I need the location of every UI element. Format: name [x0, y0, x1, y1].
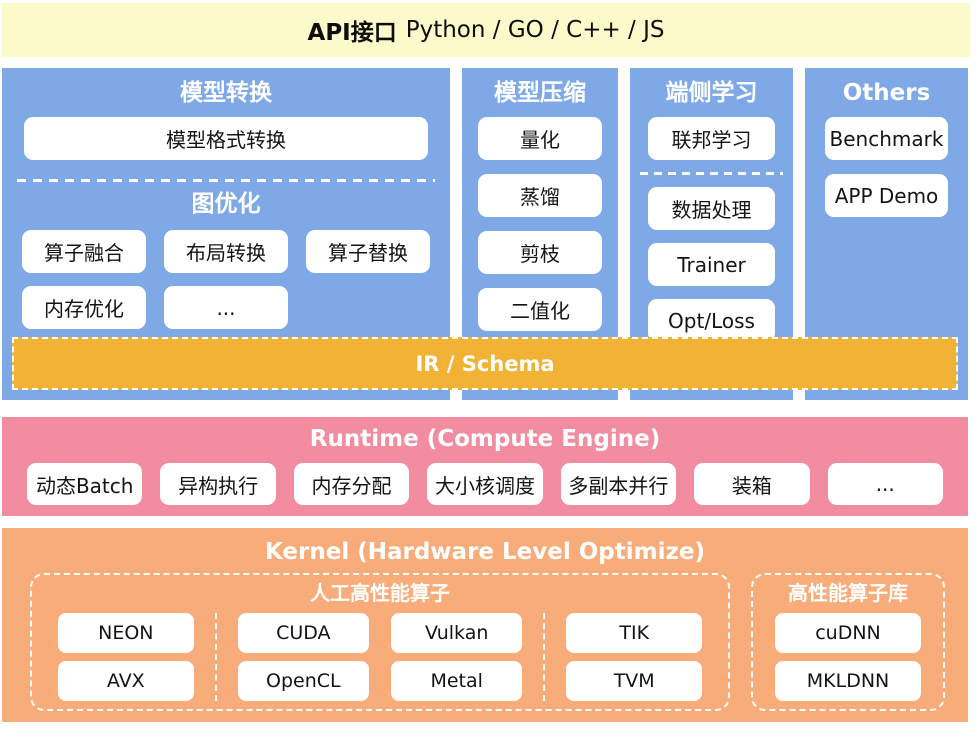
operator-fusion-box: 算子融合 — [22, 230, 146, 273]
multi-replica-parallel-box: 多副本并行 — [560, 463, 677, 505]
manual-operators-title: 人工高性能算子 — [310, 581, 450, 605]
dynamic-batch-box: 动态Batch — [27, 463, 143, 505]
graph-optimization-row-1: 算子融合 布局转换 算子替换 — [22, 230, 430, 273]
benchmark-box: Benchmark — [825, 117, 948, 160]
model-format-conversion-box: 模型格式转换 — [24, 117, 428, 160]
metal-box: Metal — [391, 661, 523, 701]
runtime-header: Runtime (Compute Engine) — [309, 426, 661, 452]
model-conversion-header: 模型转换 — [180, 80, 272, 106]
on-device-learning-header: 端侧学习 — [665, 80, 758, 106]
vulkan-box: Vulkan — [391, 613, 523, 653]
model-conversion-dashed-divider — [17, 179, 435, 182]
more-optimizations-box: ... — [164, 286, 288, 329]
operator-replacement-box: 算子替换 — [306, 230, 430, 273]
gpu-group: CUDA Vulkan OpenCL Metal — [237, 613, 523, 701]
runtime-boxes-row: 动态Batch 异构执行 内存分配 大小核调度 多副本并行 装箱 ... — [27, 463, 943, 505]
packing-box: 装箱 — [694, 463, 810, 505]
graph-optimization-header: 图优化 — [191, 191, 261, 217]
federated-learning-box: 联邦学习 — [648, 117, 775, 160]
kernel-header: Kernel (Hardware Level Optimize) — [264, 539, 705, 565]
api-banner: API接口 Python / GO / C++ / JS — [2, 3, 970, 57]
memory-optimization-box: 内存优化 — [22, 286, 146, 329]
operator-library-title: 高性能算子库 — [788, 581, 908, 605]
opencl-box: OpenCL — [237, 661, 369, 701]
high-performance-operator-library-panel: 高性能算子库 cuDNN MKLDNN — [751, 573, 945, 711]
api-banner-languages: Python / GO / C++ / JS — [405, 17, 665, 43]
data-processing-box: 数据处理 — [648, 187, 775, 230]
neon-box: NEON — [58, 613, 194, 653]
manual-operators-grid: NEON AVX CUDA Vulkan OpenCL Metal TIK TV… — [58, 613, 702, 701]
app-demo-box: APP Demo — [825, 174, 948, 217]
ir-schema-bar: IR / Schema — [12, 337, 958, 390]
runtime-band: Runtime (Compute Engine) 动态Batch 异构执行 内存… — [2, 417, 968, 516]
mkldnn-box: MKLDNN — [775, 661, 921, 701]
group-dashed-separator-1 — [214, 613, 217, 701]
avx-box: AVX — [58, 661, 194, 701]
tik-box: TIK — [566, 613, 702, 653]
opt-loss-box: Opt/Loss — [648, 299, 775, 342]
kernel-band: Kernel (Hardware Level Optimize) 人工高性能算子… — [2, 528, 968, 722]
others-header: Others — [842, 80, 931, 106]
big-little-core-scheduling-box: 大小核调度 — [427, 463, 543, 505]
manual-high-performance-operators-panel: 人工高性能算子 NEON AVX CUDA Vulkan OpenCL Meta… — [30, 573, 730, 711]
pruning-box: 剪枝 — [478, 231, 602, 274]
memory-allocation-box: 内存分配 — [293, 463, 410, 505]
quantization-box: 量化 — [478, 117, 602, 160]
heterogeneous-execution-box: 异构执行 — [160, 463, 276, 505]
api-banner-title: API接口 — [307, 20, 397, 46]
cpu-simd-group: NEON AVX — [58, 613, 194, 701]
compiler-group: TIK TVM — [566, 613, 702, 701]
cudnn-box: cuDNN — [775, 613, 921, 653]
ir-schema-label: IR / Schema — [415, 351, 555, 376]
binarization-box: 二值化 — [478, 288, 602, 331]
cuda-box: CUDA — [237, 613, 369, 653]
tvm-box: TVM — [566, 661, 702, 701]
distillation-box: 蒸馏 — [478, 174, 602, 217]
group-dashed-separator-2 — [543, 613, 546, 701]
graph-optimization-row-2: 内存优化 ... — [22, 286, 430, 329]
layout-conversion-box: 布局转换 — [164, 230, 288, 273]
on-device-learning-dashed-divider — [640, 172, 783, 175]
model-compression-header: 模型压缩 — [494, 80, 586, 106]
trainer-box: Trainer — [648, 243, 775, 286]
runtime-more-box: ... — [827, 463, 943, 505]
